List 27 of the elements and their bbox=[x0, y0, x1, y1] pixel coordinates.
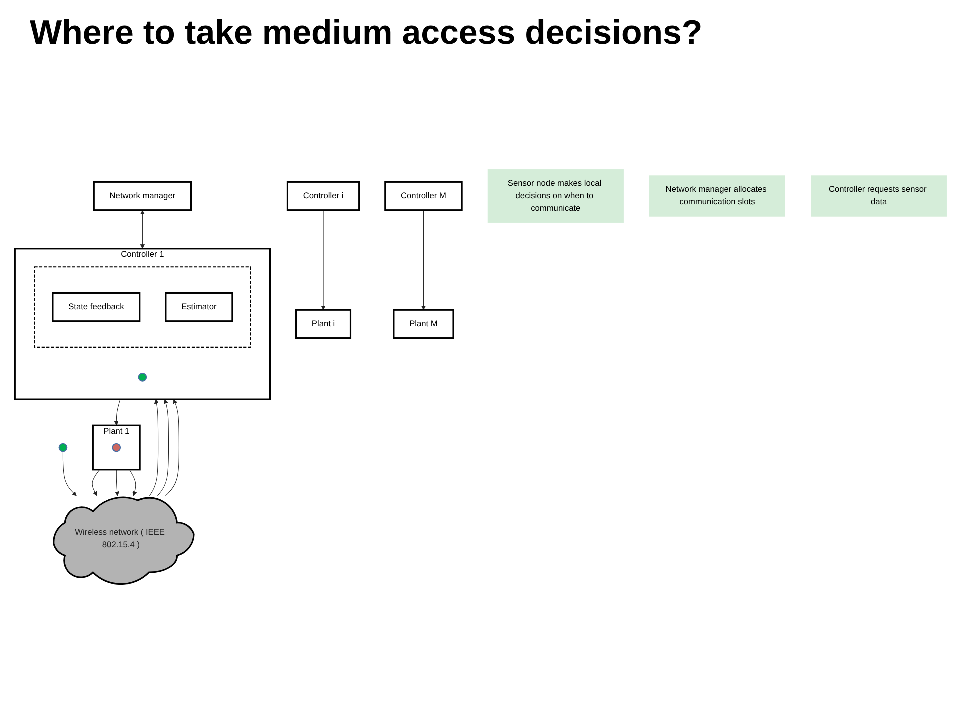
arrow bbox=[140, 210, 145, 250]
arrow bbox=[321, 210, 326, 310]
arrow bbox=[421, 210, 426, 310]
network-cloud: Wireless network ( IEEE 802.15.4 ) bbox=[53, 496, 195, 586]
status-circle bbox=[58, 443, 68, 452]
slide-title: Where to take medium access decisions? bbox=[30, 14, 703, 53]
controller-box: Controller i bbox=[286, 181, 360, 212]
process-box: Estimator bbox=[165, 292, 234, 322]
plant-box: Plant M bbox=[393, 309, 454, 340]
arrow bbox=[92, 470, 100, 496]
plant-box: Plant 1 bbox=[92, 424, 141, 471]
status-circle bbox=[138, 372, 148, 382]
process-box: State feedback bbox=[52, 292, 141, 322]
arrow bbox=[158, 399, 170, 496]
status-circle bbox=[112, 443, 122, 452]
callout-note: Controller requests sensor data bbox=[811, 176, 948, 217]
arrow bbox=[115, 470, 120, 496]
arrow bbox=[150, 399, 160, 496]
plant-box: Plant i bbox=[296, 309, 352, 340]
controller-box: Controller M bbox=[384, 181, 463, 212]
manager-box: Network manager bbox=[93, 181, 192, 212]
callout-note: Network manager allocates communication slots bbox=[649, 176, 786, 217]
arrow bbox=[130, 470, 138, 496]
arrow bbox=[62, 451, 77, 496]
arrow bbox=[114, 399, 121, 426]
arrow bbox=[166, 399, 180, 496]
callout-note: Sensor node makes local decisions on when to communicate bbox=[488, 169, 624, 224]
